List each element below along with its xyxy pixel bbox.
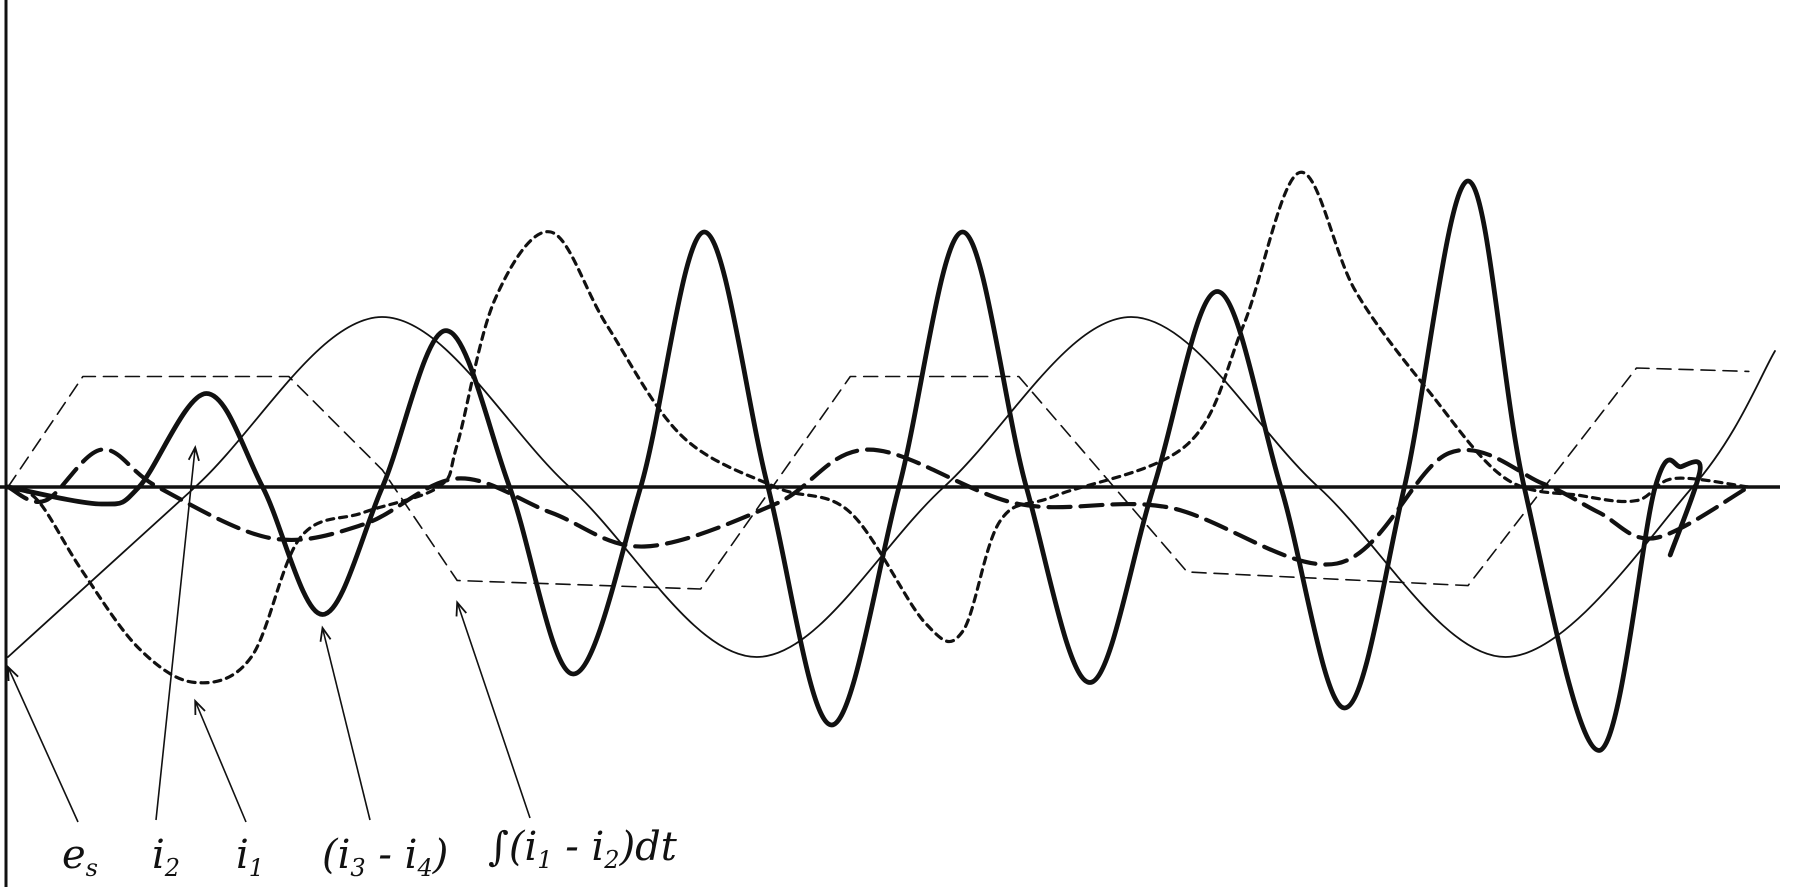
annotation-label-1: i2 — [152, 832, 180, 882]
annotation-label-0-part-0: e — [62, 832, 86, 878]
series-line-3 — [5, 178, 1703, 753]
series-layer — [5, 170, 1776, 753]
annotation-label-0-part-1: s — [86, 854, 98, 882]
annotation-label-3-part-2: - i — [366, 832, 418, 878]
annotation-label-3-part-0: (i — [322, 832, 350, 878]
annotation-arrow-0 — [7, 666, 79, 823]
annotation-arrow-4 — [456, 602, 531, 819]
annotation-label-4-part-0: ∫(i — [488, 824, 537, 870]
series-line-2 — [6, 170, 1751, 685]
annotation-label-3-part-4: ) — [432, 832, 449, 878]
annotation-label-3-part-3: 4 — [416, 854, 432, 882]
annotation-label-4-part-1: 1 — [537, 846, 552, 874]
annotation-label-4-part-4: )dt — [619, 824, 678, 870]
annotation-label-2: i1 — [236, 832, 264, 882]
annotation-arrowhead-3 — [319, 625, 332, 642]
annotation-arrowhead-0 — [7, 664, 19, 682]
annotation-label-4-part-3: 2 — [603, 846, 619, 874]
series-line-1 — [5, 447, 1751, 567]
annotation-arrow-3 — [321, 627, 371, 821]
annotation-label-4-part-2: - i — [553, 824, 605, 870]
annotation-label-3-part-1: 3 — [350, 854, 365, 882]
annotation-label-4: ∫(i1 - i2)dt — [488, 824, 678, 874]
annotation-label-2-part-1: 1 — [249, 854, 264, 882]
annotation-arrow-1 — [155, 447, 196, 821]
annotation-label-1-part-0: i — [152, 832, 165, 878]
annotation-arrowhead-1 — [187, 444, 200, 462]
annotation-arrowhead-2 — [194, 698, 206, 716]
annotation-arrowhead-4 — [455, 600, 467, 617]
annotation-label-3: (i3 - i4) — [322, 832, 448, 882]
series-line-0 — [7, 316, 1776, 658]
annotation-label-2-part-0: i — [236, 832, 249, 878]
annotation-label-1-part-1: 2 — [164, 854, 180, 882]
series-line-4 — [7, 367, 1750, 590]
annotation-arrows — [7, 444, 531, 823]
annotation-label-0: es — [62, 832, 98, 882]
annotation-arrow-2 — [194, 700, 247, 823]
